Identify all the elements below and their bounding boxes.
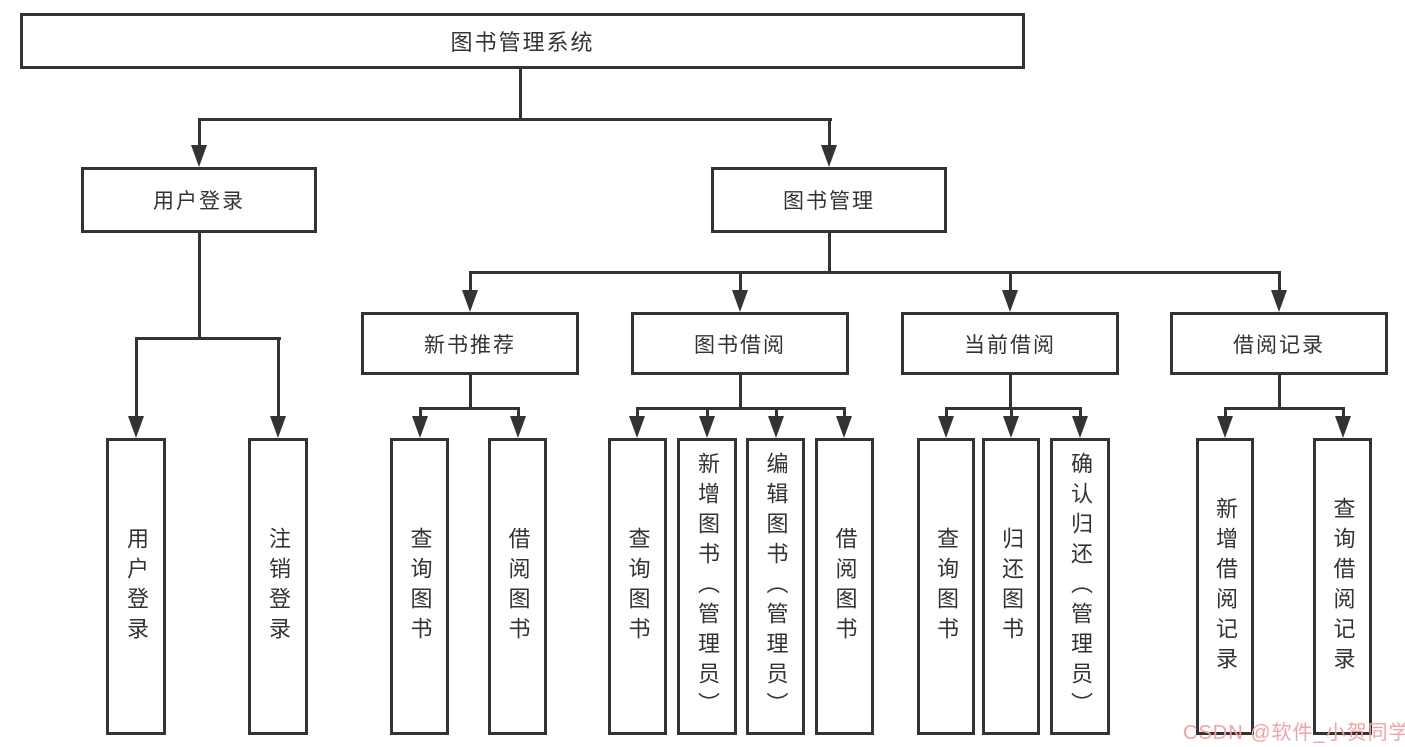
leaf-cb-confirm-return-admin: 确认归还（管理员） [1050,438,1110,735]
arrow-down-icon [412,416,428,438]
connector-line [774,407,778,416]
arrow-down-icon [462,290,478,312]
connector-line [1008,271,1012,290]
connector-line [828,233,831,274]
arrow-down-icon [732,290,748,312]
node-label: 查询图书 [934,526,959,647]
leaf-user-login: 用户登录 [106,438,166,735]
arrow-down-icon [629,416,645,438]
leaf-logout-login: 注销登录 [248,438,308,735]
arrow-down-icon [1002,290,1018,312]
node-label: 新书推荐 [424,333,516,357]
connector-line [516,407,520,416]
connector-line [469,271,1281,274]
node-label: 用户登录 [124,526,149,647]
connector-line [705,407,709,416]
node-user-login: 用户登录 [81,167,317,233]
connector-line [1341,407,1345,416]
connector-line [198,233,201,340]
arrow-down-icon [191,145,207,167]
node-label: 图书管理 [783,190,875,213]
connector-line [1278,375,1281,410]
connector-line [945,407,1082,410]
node-label: 当前借阅 [964,333,1056,357]
connector-line [134,337,138,416]
node-label: 借阅图书 [832,526,858,647]
leaf-cb-return-books: 归还图书 [982,438,1040,735]
node-book-borrow: 图书借阅 [631,312,849,375]
connector-line [468,271,472,290]
leaf-cb-query-books: 查询图书 [917,438,975,735]
arrow-down-icon [1072,416,1088,438]
node-label: 图书管理系统 [450,30,595,55]
connector-line [635,407,639,416]
connector-line [276,337,280,416]
node-label: 借阅记录 [1233,333,1325,357]
connector-line [198,118,832,121]
connector-line [827,118,831,145]
leaf-nb-borrow-books: 借阅图书 [488,438,547,735]
leaf-br-query-record: 查询借阅记录 [1313,438,1372,735]
leaf-nb-query-books: 查询图书 [390,438,449,735]
node-label: 确认归还（管理员） [1068,451,1093,722]
leaf-bb-borrow-books: 借阅图书 [815,438,874,735]
connector-line [1224,407,1345,410]
leaf-bb-add-books-admin: 新增图书（管理员） [677,438,737,735]
connector-line [1277,271,1281,290]
arrow-down-icon [128,416,144,438]
connector-line [944,407,948,416]
node-label: 图书借阅 [694,333,786,357]
connector-line [1223,407,1227,416]
connector-line [1078,407,1082,416]
arrow-down-icon [1217,416,1233,438]
leaf-br-add-record: 新增借阅记录 [1196,438,1254,735]
connector-line [419,407,520,410]
node-library-management-system: 图书管理系统 [20,13,1025,69]
arrow-down-icon [938,416,954,438]
node-label: 查询图书 [625,526,651,647]
node-label: 查询图书 [407,526,433,647]
connector-line [1009,375,1012,410]
node-label: 注销登录 [266,526,291,647]
connector-line [197,118,201,145]
connector-line [135,337,281,340]
node-borrow-records: 借阅记录 [1170,312,1388,375]
node-label: 编辑图书（管理员） [763,451,789,722]
node-book-management: 图书管理 [711,167,947,233]
connector-line [519,69,522,121]
node-current-borrow: 当前借阅 [901,312,1119,375]
arrow-down-icon [821,145,837,167]
node-label: 借阅图书 [505,526,531,647]
connector-line [1009,407,1013,416]
arrow-down-icon [1003,416,1019,438]
leaf-bb-edit-books-admin: 编辑图书（管理员） [746,438,805,735]
connector-line [636,407,846,410]
arrow-down-icon [836,416,852,438]
arrow-down-icon [1335,416,1351,438]
node-label: 新增借阅记录 [1213,496,1238,677]
connector-line [418,407,422,416]
node-label: 用户登录 [153,190,245,213]
node-label: 查询借阅记录 [1330,496,1356,677]
arrow-down-icon [699,416,715,438]
arrow-down-icon [768,416,784,438]
node-label: 新增图书（管理员） [695,451,720,722]
arrow-down-icon [1271,290,1287,312]
node-new-book-recommend: 新书推荐 [361,312,579,375]
connector-line [739,375,742,410]
connector-line [469,375,472,410]
csdn-watermark: CSDN @软件_小贺同学 [1183,722,1405,744]
node-label: 归还图书 [999,526,1024,647]
arrow-down-icon [270,416,286,438]
leaf-bb-query-books: 查询图书 [608,438,667,735]
connector-line [738,271,742,290]
arrow-down-icon [510,416,526,438]
connector-line [842,407,846,416]
